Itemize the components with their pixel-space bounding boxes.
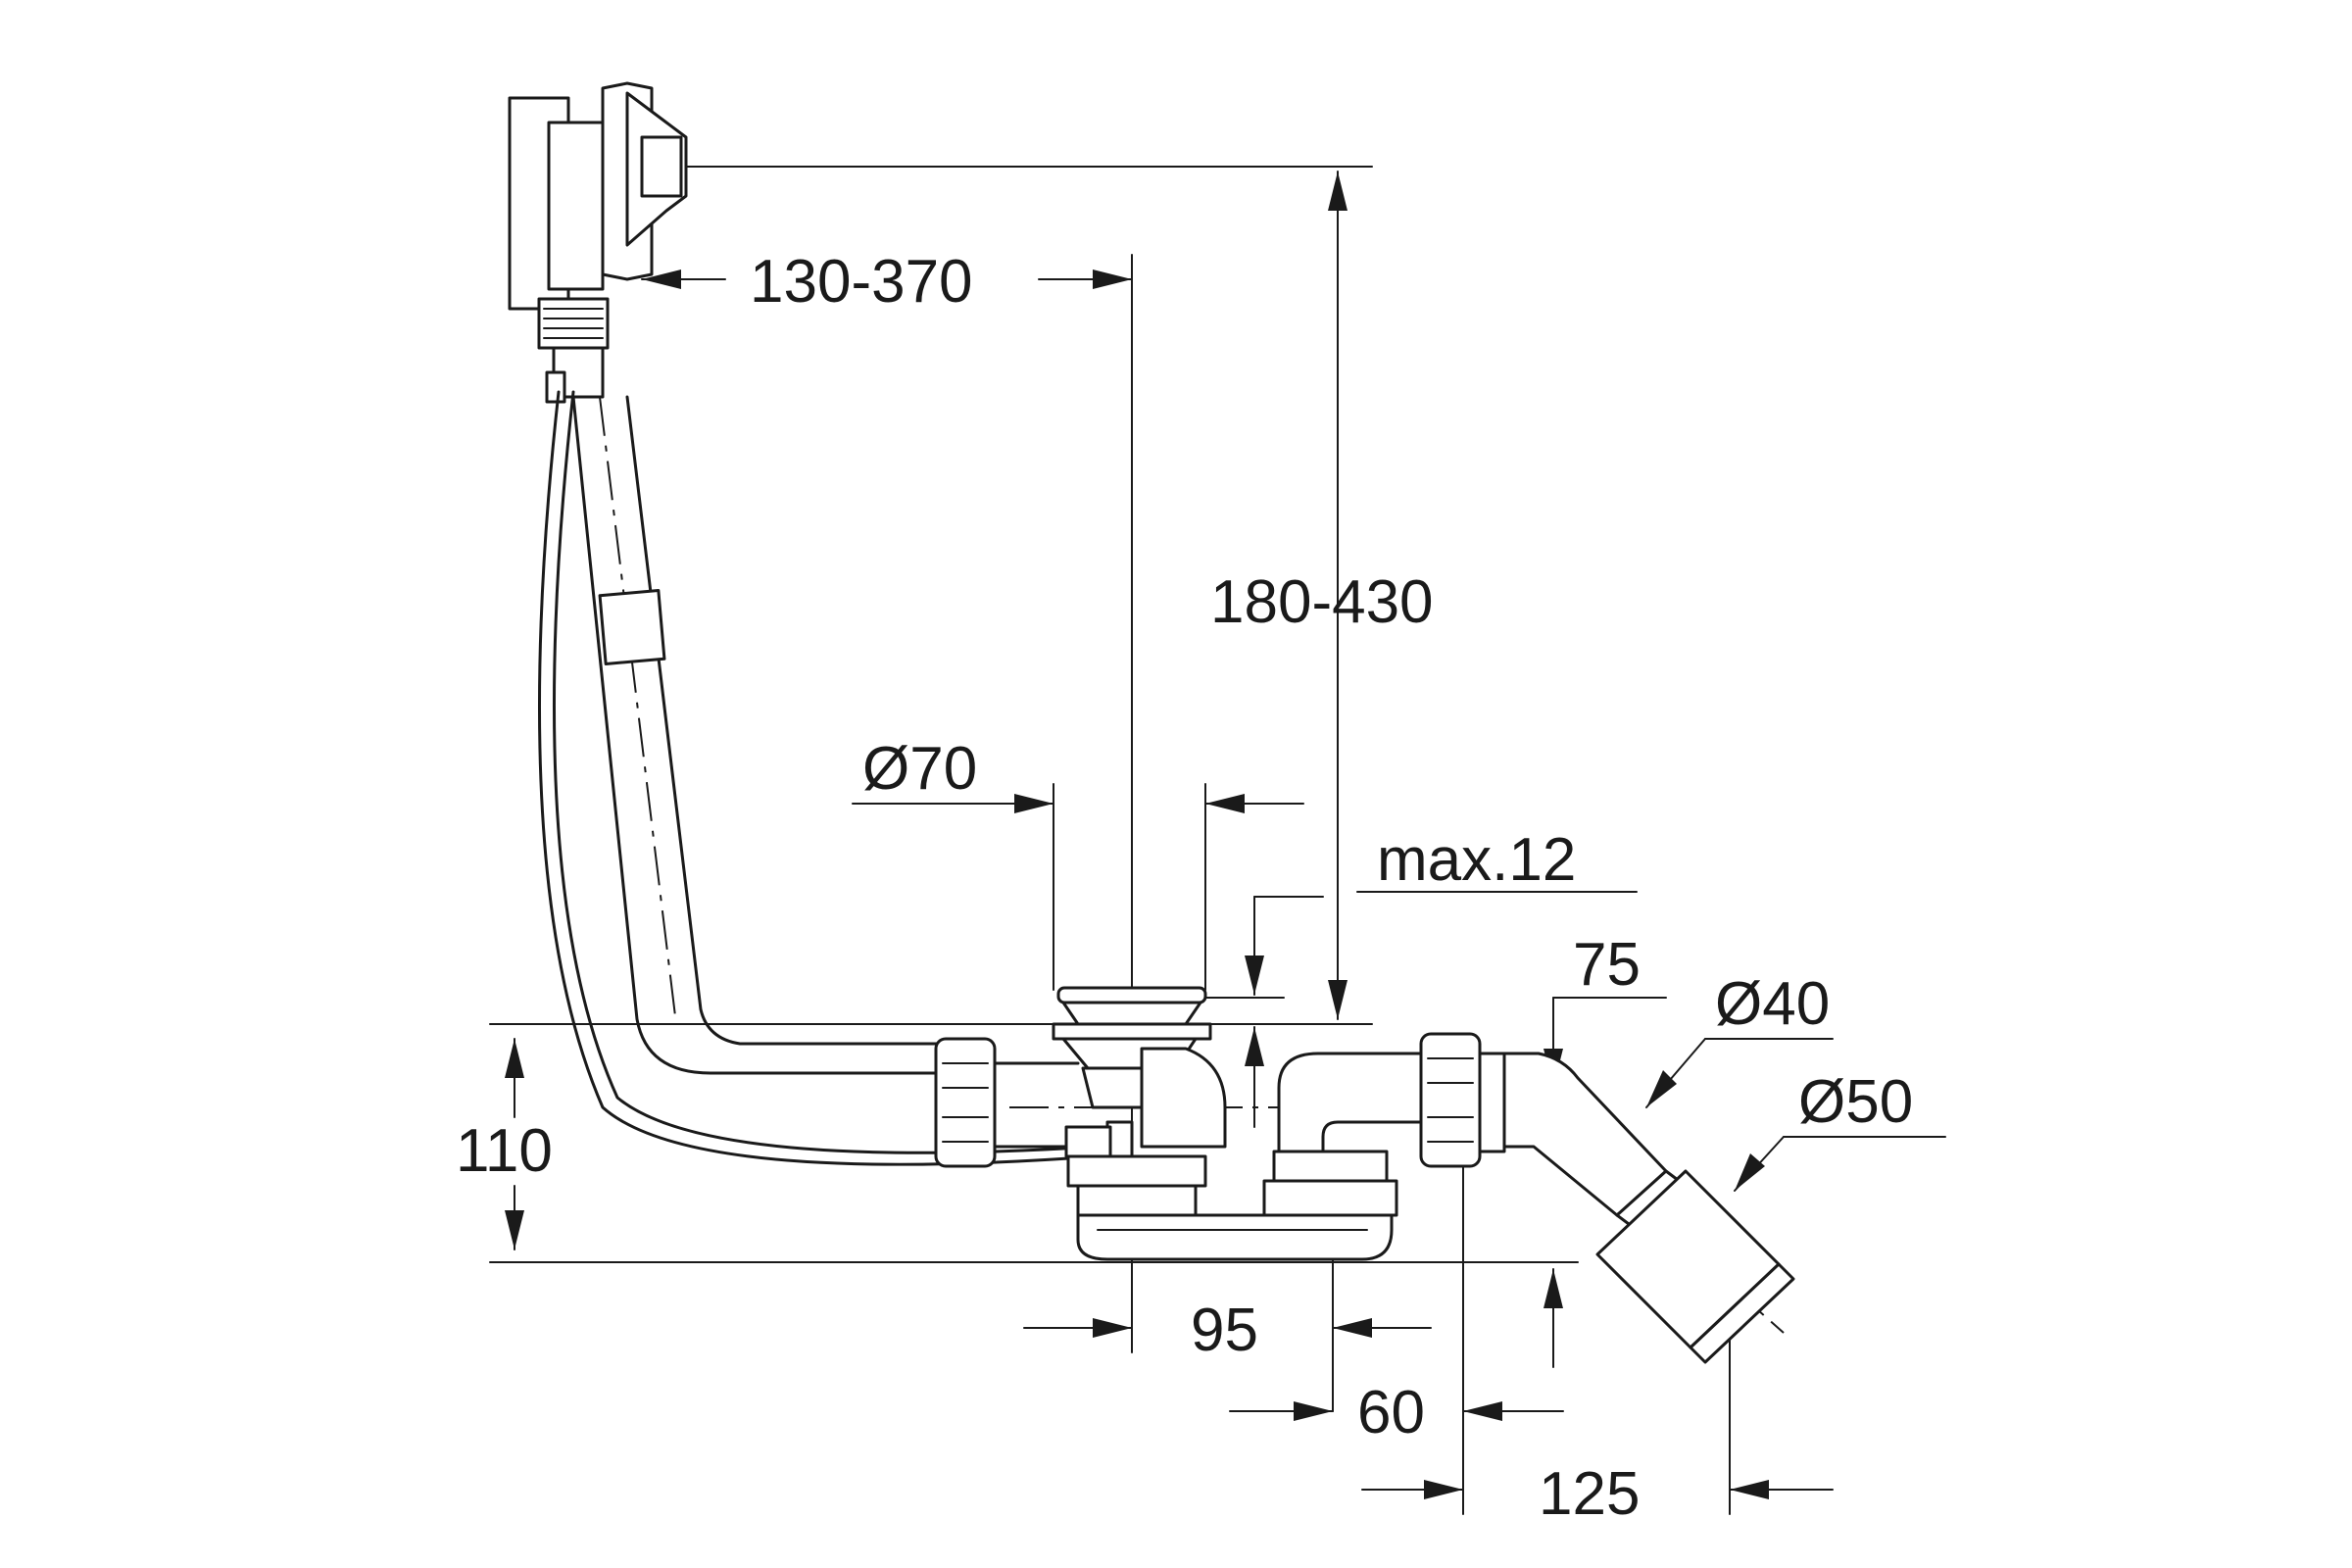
dim-95: 95	[1191, 1297, 1258, 1364]
dim-180-430: 180-430	[1210, 568, 1434, 636]
dim-diameter-70: Ø70	[862, 735, 977, 803]
left-coupling-nut	[934, 1037, 997, 1168]
overflow-pipe	[537, 390, 1100, 1166]
dim-75: 75	[1573, 931, 1641, 999]
dim-max-12: max.12	[1377, 826, 1576, 894]
dimension-labels: 130-370 180-430 Ø70 max.12 75 Ø40 Ø50 11…	[456, 248, 1913, 1528]
drain-body	[993, 986, 1428, 1261]
dim-60: 60	[1357, 1379, 1425, 1446]
outlet-elbow	[1502, 1052, 1795, 1364]
overflow-assembly	[508, 81, 688, 404]
dim-110: 110	[456, 1117, 553, 1185]
dim-diameter-50: Ø50	[1798, 1068, 1913, 1136]
dim-125: 125	[1539, 1460, 1640, 1528]
dimension-lines	[489, 166, 1946, 1515]
dim-130-370: 130-370	[750, 248, 973, 316]
dim-diameter-40: Ø40	[1715, 970, 1830, 1038]
right-coupling-nut	[1419, 1032, 1506, 1168]
